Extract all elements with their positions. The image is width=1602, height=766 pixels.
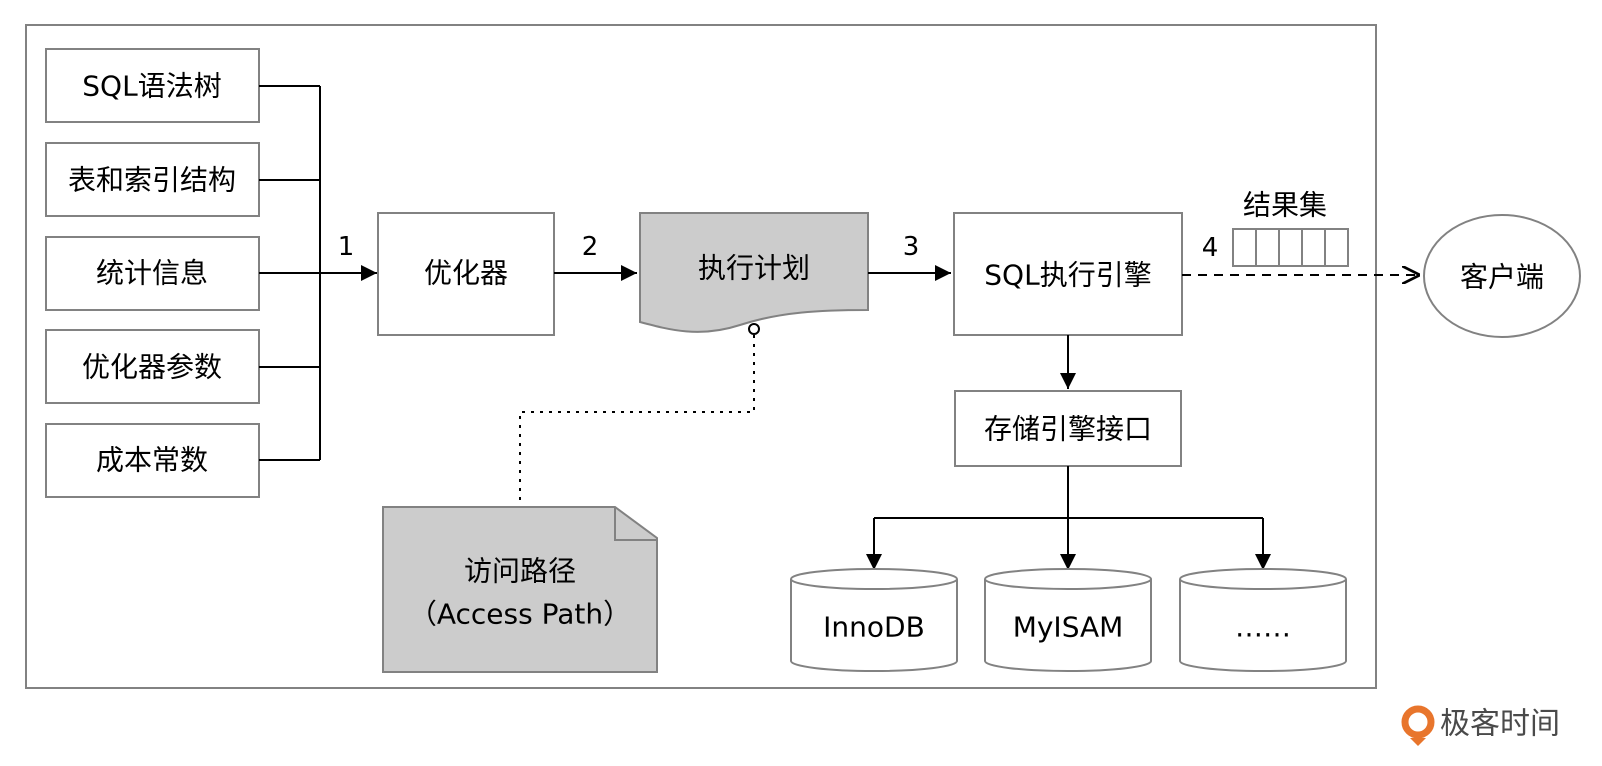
result-set-cell: [1232, 228, 1257, 267]
input-label: SQL语法树: [82, 70, 221, 103]
brand-logo-icon: [1401, 705, 1435, 739]
step-label-1: 1: [338, 232, 355, 262]
access-path-label: 访问路径: [464, 555, 576, 588]
access-path-note: 访问路径 （Access Path）: [382, 506, 658, 673]
step-label-3: 3: [903, 232, 920, 262]
engine-label: SQL执行引擎: [984, 259, 1151, 292]
optimizer-box: 优化器: [377, 212, 555, 336]
result-set-cell: [1255, 228, 1280, 267]
plan-label: 执行计划: [698, 252, 810, 285]
input-connectors: [259, 85, 377, 461]
result-set-label: 结果集: [1243, 189, 1327, 222]
execution-plan-document: 执行计划: [639, 212, 869, 333]
storage-engine-label: MyISAM: [1013, 611, 1124, 644]
storage-engine-cylinder: MyISAM: [984, 568, 1152, 672]
step-label-2: 2: [582, 232, 599, 262]
input-label: 优化器参数: [82, 351, 222, 384]
input-box-table-index: 表和索引结构: [45, 142, 260, 217]
storage-interface-box: 存储引擎接口: [954, 390, 1182, 467]
brand-logo: 极客时间: [1401, 705, 1560, 746]
access-path-dotted-line: [519, 335, 755, 506]
optimizer-label: 优化器: [424, 257, 508, 290]
input-label: 统计信息: [96, 257, 208, 290]
input-box-sql-tree: SQL语法树: [45, 48, 260, 123]
brand-name: 极客时间: [1440, 707, 1560, 742]
input-box-optimizer-params: 优化器参数: [45, 329, 260, 404]
access-path-sublabel: （Access Path）: [409, 598, 631, 631]
plan-connector-dot: [748, 323, 760, 335]
input-label: 表和索引结构: [68, 164, 236, 197]
client-label: 客户端: [1460, 261, 1544, 294]
storage-engine-cylinder: InnoDB: [790, 568, 958, 672]
result-set-cell: [1324, 228, 1349, 267]
storage-fanout: [874, 466, 1263, 519]
input-box-cost-constants: 成本常数: [45, 423, 260, 498]
result-set-cell: [1278, 228, 1303, 267]
result-set-cells: [1232, 228, 1349, 267]
result-set-cell: [1301, 228, 1326, 267]
step-label-4: 4: [1202, 233, 1219, 263]
input-label: 成本常数: [96, 444, 208, 477]
storage-engine-label: InnoDB: [823, 611, 925, 644]
storage-engine-label: ……: [1235, 611, 1291, 644]
sql-engine-box: SQL执行引擎: [953, 212, 1183, 336]
storage-interface-label: 存储引擎接口: [984, 413, 1152, 446]
storage-engine-cylinder: ……: [1179, 568, 1347, 672]
outer-frame: [25, 24, 1377, 689]
client-ellipse: 客户端: [1423, 214, 1581, 338]
input-box-statistics: 统计信息: [45, 236, 260, 311]
